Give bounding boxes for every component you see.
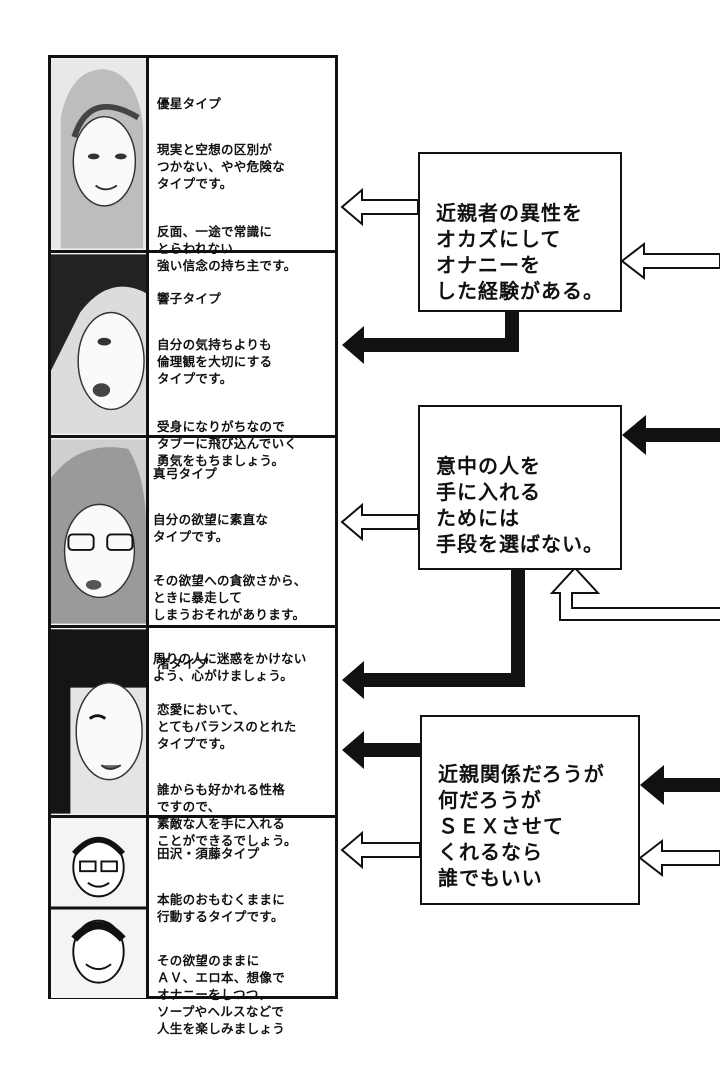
- result-text-mayumi: 真弓タイプ 自分の欲望に素直な タイプです。 その欲望への貪欲さから、 ときに暴…: [153, 448, 331, 715]
- result-text-nagisa: 渚タイプ 恋愛において、 とてもバランスのとれた タイプです。 誰からも好かれる…: [157, 638, 331, 880]
- black-arrow-head-icon: [622, 415, 646, 455]
- type-description: 恋愛において、 とてもバランスのとれた タイプです。: [157, 702, 297, 751]
- result-text-yusei: 優星タイプ 現実と空想の区別が つかない、やや危険な タイプです。 反面、一途で…: [157, 78, 331, 305]
- type-description: 本能のおもむくままに 行動するタイプです。: [157, 892, 286, 924]
- type-description: その欲望のままに ＡＶ、エロ本、想像で オナニーをしつつ、 ソープやヘルスなどで…: [157, 953, 286, 1036]
- portrait-mayumi: [51, 438, 149, 625]
- question-box-3: 近親関係だろうが 何だろうが ＳＥＸさせて くれるなら 誰でもいい: [420, 715, 640, 905]
- type-description: 自分の欲望に素直な タイプです。: [153, 512, 269, 544]
- white-arrow-left-icon: [620, 241, 720, 281]
- portrait-kyoko: [51, 253, 149, 435]
- portrait-tazawa-sudo: [51, 818, 149, 998]
- question-box-2: 意中の人を 手に入れる ためには 手段を選ばない。: [418, 405, 622, 570]
- type-description: 自分の気持ちよりも 倫理観を大切にする タイプです。: [157, 337, 273, 386]
- type-description: 反面、一途で常識に とらわれない 強い信念の持ち主です。: [157, 224, 297, 273]
- black-arrow-head-icon: [342, 661, 364, 699]
- type-description: 現実と空想の区別が つかない、やや危険な タイプです。: [157, 142, 286, 191]
- question-box-1: 近親者の異性を オカズにして オナニーを した経験がある。: [418, 152, 622, 312]
- white-arrow-left-icon: [340, 830, 421, 870]
- type-description: 周りの人に迷惑をかけない よう、心がけましょう。: [153, 651, 307, 683]
- black-arrow-head-icon: [640, 765, 664, 805]
- result-text-kyoko: 響子タイプ 自分の気持ちよりも 倫理観を大切にする タイプです。 受身になりがち…: [157, 273, 331, 500]
- black-arrow-head-icon: [342, 326, 364, 364]
- black-arrow-elbow-icon: [360, 570, 525, 687]
- result-row-nagisa: 渚タイプ 恋愛において、 とてもバランスのとれた タイプです。 誰からも好かれる…: [51, 628, 335, 848]
- black-arrow-head-icon: [342, 731, 364, 769]
- question-text: 近親関係だろうが 何だろうが ＳＥＸさせて くれるなら 誰でもいい: [438, 762, 605, 890]
- type-name: 真弓タイプ: [153, 466, 218, 481]
- result-row-yusei: 優星タイプ 現実と空想の区別が つかない、やや危険な タイプです。 反面、一途で…: [51, 58, 335, 273]
- result-row-mayumi: 真弓タイプ 自分の欲望に素直な タイプです。 その欲望への貪欲さから、 ときに暴…: [51, 438, 335, 683]
- type-description: その欲望への貪欲さから、 ときに暴走して しまうおそれがあります。: [153, 573, 307, 622]
- result-text-tazawa-sudo: 田沢・須藤タイプ 本能のおもむくままに 行動するタイプです。 その欲望のままに …: [157, 828, 331, 1068]
- question-text: 意中の人を 手に入れる ためには 手段を選ばない。: [436, 454, 604, 556]
- portrait-nagisa: [51, 628, 149, 815]
- result-row-tazawa-sudo: 田沢・須藤タイプ 本能のおもむくままに 行動するタイプです。 その欲望のままに …: [51, 818, 335, 1036]
- white-arrow-left-icon: [638, 838, 720, 878]
- type-description: 誰からも好かれる性格 ですので、 素敵な人を手に入れる ことができるでしょう。: [157, 782, 297, 848]
- result-types-column: 優星タイプ 現実と空想の区別が つかない、やや危険な タイプです。 反面、一途で…: [48, 55, 338, 1036]
- type-name: 渚タイプ: [157, 656, 209, 671]
- type-name: 田沢・須藤タイプ: [157, 846, 260, 861]
- portrait-yusei: [51, 58, 149, 250]
- question-text: 近親者の異性を オカズにして オナニーを した経験がある。: [436, 201, 604, 303]
- white-arrow-loop-icon: [549, 566, 720, 621]
- white-arrow-left-icon: [340, 502, 419, 542]
- result-row-kyoko: 響子タイプ 自分の気持ちよりも 倫理観を大切にする タイプです。 受身になりがち…: [51, 253, 335, 468]
- type-name: 響子タイプ: [157, 291, 222, 306]
- type-description: 受身になりがちなので タブーに飛び込んでいく 勇気をもちましょう。: [157, 419, 298, 468]
- type-name: 優星タイプ: [157, 96, 222, 111]
- white-arrow-left-icon: [340, 187, 419, 227]
- black-arrow-elbow-icon: [360, 312, 519, 352]
